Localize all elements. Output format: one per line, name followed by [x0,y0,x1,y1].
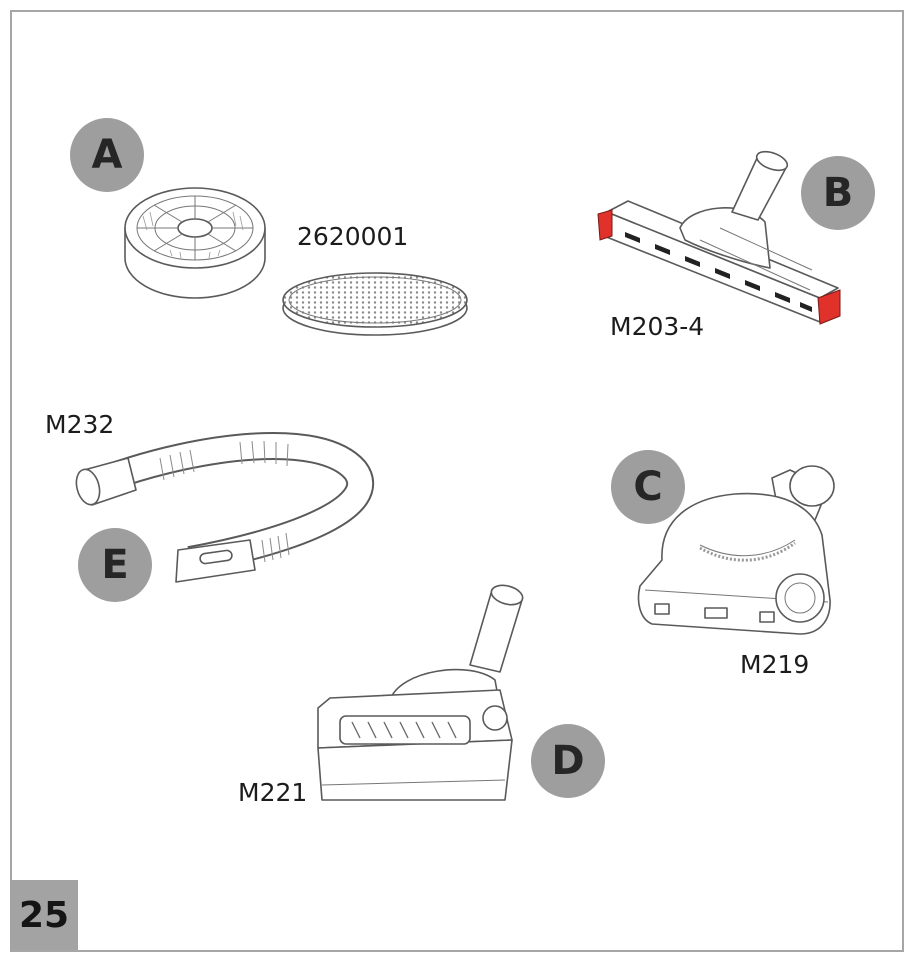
badge-a: A [70,118,144,192]
page-frame [10,10,904,952]
badge-e: E [78,528,152,602]
part-label-c: M219 [740,650,810,679]
badge-b: B [801,156,875,230]
badge-d: D [531,724,605,798]
part-label-b: M203-4 [610,312,705,341]
filter-disc-drawing [282,272,468,336]
filter-cartridge-drawing [124,187,266,299]
flexible-hose-drawing [75,431,375,583]
part-label-d: M221 [238,778,308,807]
part-label-e: M232 [45,410,115,439]
page-number: 25 [10,880,78,950]
mini-turbo-brush-drawing [317,584,524,801]
floor-brush-drawing [597,150,841,325]
part-label-a: 2620001 [297,222,409,251]
turbo-brush-drawing [637,465,835,635]
badge-c: C [611,450,685,524]
